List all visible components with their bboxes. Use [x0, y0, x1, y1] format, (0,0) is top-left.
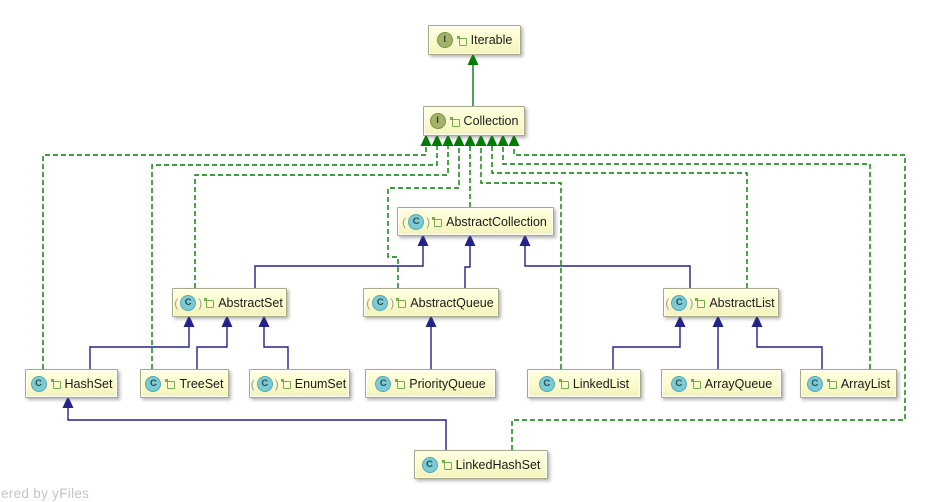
- class-badge-icon: C: [30, 375, 47, 392]
- abstract-paren-icon: (: [402, 214, 407, 229]
- class-node-Collection[interactable]: I Collection: [423, 106, 525, 136]
- class-name-label: LinkedHashSet: [455, 457, 541, 472]
- edge-AbstractQueue-to-Collection[interactable]: [387, 134, 465, 288]
- interface-badge-icon: I: [436, 32, 453, 48]
- abstract-class-badge-icon: C: [180, 294, 197, 311]
- edge-AbstractSet-to-AbstractCollection[interactable]: [254, 234, 429, 288]
- visibility-public-icon: [432, 216, 443, 227]
- class-name-label: Iterable: [470, 33, 513, 47]
- class-node-AbstractCollection[interactable]: ( C ) AbstractCollection: [397, 207, 554, 236]
- abstract-paren-icon: ): [689, 295, 694, 310]
- class-node-AbstractList[interactable]: ( C ) AbstractList: [663, 288, 779, 317]
- visibility-public-icon: [558, 378, 569, 389]
- visibility-public-icon: [165, 378, 176, 389]
- class-node-ArrayList[interactable]: C ArrayList: [800, 369, 897, 398]
- edge-AbstractList-to-Collection[interactable]: [486, 134, 748, 288]
- edge-ArrayList-to-AbstractList[interactable]: [751, 315, 823, 369]
- class-node-PriorityQueue[interactable]: C PriorityQueue: [365, 369, 496, 398]
- visibility-public-icon: [441, 459, 452, 470]
- class-node-ArrayQueue[interactable]: C ArrayQueue: [661, 369, 782, 398]
- visibility-public-icon: [449, 116, 460, 127]
- edge-AbstractList-to-AbstractCollection[interactable]: [519, 234, 691, 288]
- abstract-class-badge-icon: C: [671, 294, 688, 311]
- visibility-public-icon: [456, 35, 467, 46]
- abstract-class-badge-icon: C: [372, 294, 389, 311]
- edge-EnumSet-to-AbstractSet[interactable]: [258, 315, 289, 369]
- edge-LinkedHashSet-to-HashSet[interactable]: [62, 396, 447, 450]
- abstract-paren-icon: (: [174, 295, 179, 310]
- class-name-label: AbstractList: [709, 295, 775, 310]
- class-name-label: PriorityQueue: [409, 376, 486, 391]
- edge-LinkedList-to-AbstractList[interactable]: [612, 315, 686, 369]
- class-name-label: HashSet: [64, 376, 113, 391]
- visibility-public-icon: [204, 297, 215, 308]
- visibility-public-icon: [396, 297, 407, 308]
- class-badge-icon: C: [421, 456, 438, 473]
- class-node-AbstractQueue[interactable]: ( C ) AbstractQueue: [363, 288, 499, 317]
- class-badge-icon: C: [538, 375, 555, 392]
- class-node-HashSet[interactable]: C HashSet: [25, 369, 118, 398]
- abstract-paren-icon: ): [198, 295, 203, 310]
- visibility-public-icon: [826, 378, 837, 389]
- class-badge-icon: C: [806, 375, 823, 392]
- abstract-paren-icon: ): [426, 214, 431, 229]
- class-name-label: EnumSet: [294, 376, 347, 391]
- class-badge-icon: C: [145, 375, 162, 392]
- edge-LinkedHashSet-to-Collection[interactable]: [508, 134, 906, 450]
- class-name-label: Collection: [463, 114, 519, 128]
- class-name-label: AbstractCollection: [446, 214, 547, 229]
- visibility-public-icon: [395, 378, 406, 389]
- edge-HashSet-to-Collection[interactable]: [42, 134, 432, 369]
- abstract-class-badge-icon: C: [408, 213, 425, 230]
- edge-HashSet-to-AbstractSet[interactable]: [89, 315, 195, 369]
- edge-ArrayList-to-Collection[interactable]: [497, 134, 871, 369]
- abstract-class-badge-icon: C: [256, 375, 273, 392]
- visibility-public-icon: [280, 378, 291, 389]
- edge-TreeSet-to-AbstractSet[interactable]: [196, 315, 233, 369]
- edge-AbstractQueue-to-AbstractCollection[interactable]: [464, 234, 476, 288]
- class-node-AbstractSet[interactable]: ( C ) AbstractSet: [172, 288, 287, 317]
- yfiles-watermark: ered by yFiles: [1, 486, 90, 501]
- class-name-label: AbstractQueue: [410, 295, 494, 310]
- abstract-paren-icon: (: [250, 376, 255, 391]
- visibility-public-icon: [50, 378, 61, 389]
- edge-TreeSet-to-Collection[interactable]: [151, 134, 443, 369]
- abstract-paren-icon: ): [390, 295, 395, 310]
- abstract-paren-icon: ): [274, 376, 279, 391]
- visibility-public-icon: [690, 378, 701, 389]
- visibility-public-icon: [695, 297, 706, 308]
- class-name-label: AbstractSet: [218, 295, 283, 310]
- interface-badge-icon: I: [429, 113, 446, 129]
- class-name-label: ArrayList: [840, 376, 891, 391]
- class-name-label: ArrayQueue: [704, 376, 773, 391]
- class-badge-icon: C: [670, 375, 687, 392]
- edge-LinkedList-to-Collection[interactable]: [475, 134, 562, 369]
- edge-AbstractSet-to-Collection[interactable]: [194, 134, 454, 288]
- class-node-TreeSet[interactable]: C TreeSet: [140, 369, 229, 398]
- class-node-EnumSet[interactable]: ( C ) EnumSet: [249, 369, 350, 398]
- class-badge-icon: C: [375, 375, 392, 392]
- abstract-paren-icon: (: [366, 295, 371, 310]
- class-name-label: LinkedList: [572, 376, 630, 391]
- abstract-paren-icon: (: [665, 295, 670, 310]
- class-name-label: TreeSet: [179, 376, 224, 391]
- class-node-LinkedHashSet[interactable]: C LinkedHashSet: [414, 450, 548, 479]
- class-node-Iterable[interactable]: I Iterable: [428, 25, 521, 55]
- class-node-LinkedList[interactable]: C LinkedList: [527, 369, 641, 398]
